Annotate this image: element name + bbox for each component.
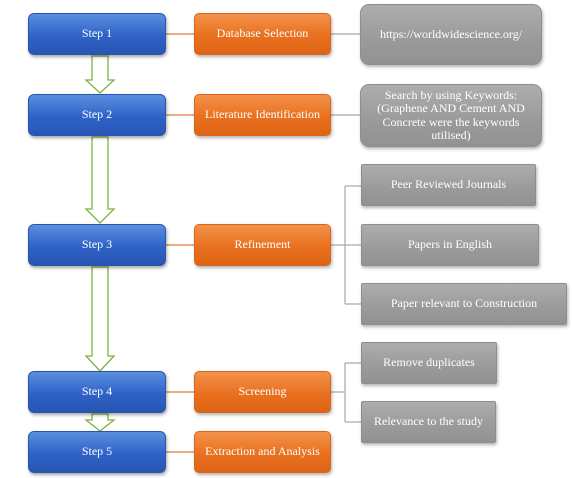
- detail-papers-english: Papers in English: [361, 224, 539, 266]
- stage-extraction-analysis: Extraction and Analysis: [194, 431, 331, 473]
- down-arrow-step1-step2: [84, 55, 116, 94]
- refinement-tree-connector: [331, 185, 361, 305]
- step-1-box: Step 1: [28, 13, 166, 55]
- detail-construction-relevance: Paper relevant to Construction: [361, 283, 567, 325]
- step-5-box: Step 5: [28, 431, 166, 473]
- down-arrow-step2-step3: [84, 136, 116, 224]
- detail-relevance-study: Relevance to the study: [361, 401, 496, 443]
- stage-refinement: Refinement: [194, 224, 331, 266]
- step-4-box: Step 4: [28, 371, 166, 413]
- detail-remove-duplicates: Remove duplicates: [361, 342, 497, 384]
- screening-tree-connector: [331, 362, 361, 423]
- stage-literature-identification: Literature Identification: [194, 94, 331, 136]
- step-2-box: Step 2: [28, 94, 166, 136]
- detail-keyword-search: Search by using Keywords: (Graphene AND …: [360, 84, 542, 147]
- stage-database-selection: Database Selection: [194, 13, 331, 55]
- down-arrow-step3-step4: [84, 266, 116, 372]
- down-arrow-step4-step5: [84, 413, 116, 432]
- step-3-box: Step 3: [28, 224, 166, 266]
- stage-screening: Screening: [194, 371, 331, 413]
- detail-database-url: https://worldwidescience.org/: [360, 4, 542, 65]
- detail-peer-reviewed: Peer Reviewed Journals: [361, 164, 536, 206]
